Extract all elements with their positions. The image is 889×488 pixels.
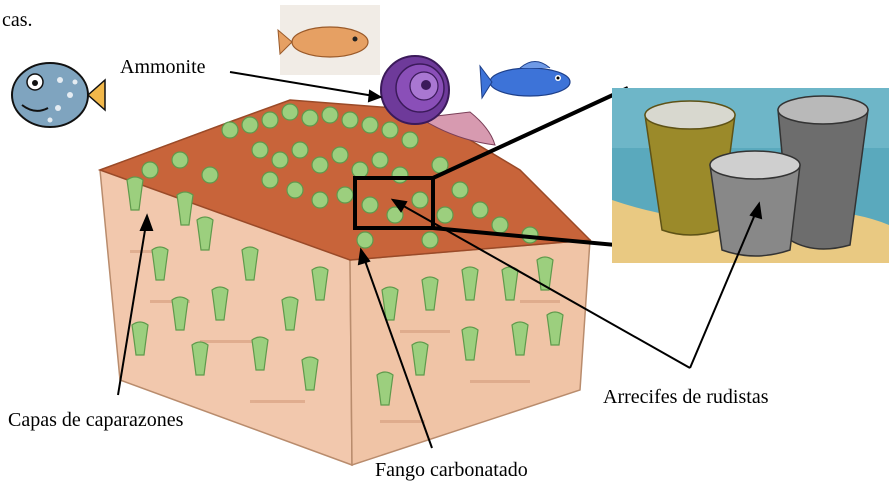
label-rudist-reefs: Arrecifes de rudistas [603,387,769,407]
blue-fish-icon [480,62,570,99]
cartoon-fish-icon [12,63,105,127]
rudist-reef-inset [612,88,889,263]
label-shell-layers: Capas de caparazones [8,410,183,430]
arrow-ammonite [230,72,374,96]
label-carbonate-mud: Fango carbonatado [375,460,528,480]
orange-fish-icon [278,5,380,75]
label-ammonite: Ammonite [120,57,206,77]
header-fragment: cas. [2,10,33,30]
